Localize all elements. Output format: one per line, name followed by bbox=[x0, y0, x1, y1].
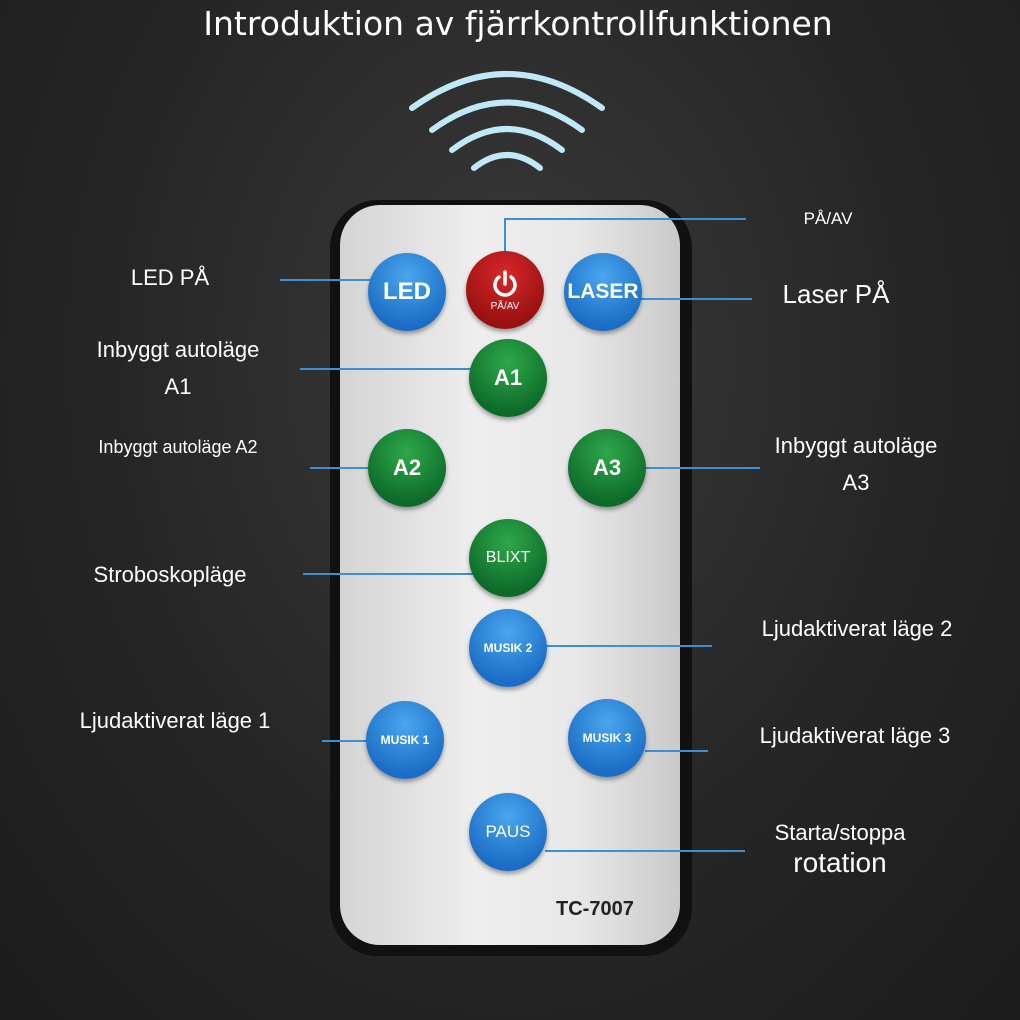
label-power: PÅ/AV bbox=[803, 209, 853, 228]
connector-line bbox=[303, 573, 473, 575]
label-paus-line2: rotation bbox=[793, 847, 887, 878]
connector-line bbox=[322, 740, 370, 742]
connector-line bbox=[504, 218, 506, 258]
musik1-button[interactable]: MUSIK 1 bbox=[366, 701, 444, 779]
label-blixt: Stroboskopläge bbox=[93, 562, 247, 587]
label-laser: Laser PÅ bbox=[782, 279, 890, 309]
connector-line bbox=[310, 467, 372, 469]
label-a1-line1: Inbyggt autoläge bbox=[96, 337, 260, 362]
led-button-label: LED bbox=[383, 278, 431, 305]
musik1-button-label: MUSIK 1 bbox=[380, 733, 430, 747]
connector-line bbox=[645, 750, 708, 752]
connector-line bbox=[504, 218, 746, 220]
power-button-label: PÅ/AV bbox=[490, 300, 520, 312]
a2-button[interactable]: A2 bbox=[368, 429, 446, 507]
musik2-button[interactable]: MUSIK 2 bbox=[469, 609, 547, 687]
musik3-button-label: MUSIK 3 bbox=[582, 731, 632, 745]
paus-button-label: PAUS bbox=[485, 822, 531, 841]
label-musik1: Ljudaktiverat läge 1 bbox=[79, 708, 271, 733]
connector-line bbox=[640, 298, 752, 300]
a1-button-label: A1 bbox=[493, 365, 523, 390]
blixt-button-label: BLIXT bbox=[485, 549, 531, 566]
connector-line bbox=[642, 467, 760, 469]
page-title: Introduktion av fjärrkontrollfunktionen bbox=[203, 4, 833, 43]
laser-button[interactable]: LASER bbox=[564, 253, 642, 331]
led-button[interactable]: LED bbox=[368, 253, 446, 331]
connector-line bbox=[545, 645, 712, 647]
label-musik2: Ljudaktiverat läge 2 bbox=[761, 616, 953, 641]
power-button[interactable]: PÅ/AV bbox=[466, 251, 544, 329]
a2-button-label: A2 bbox=[392, 455, 422, 480]
model-number: TC-7007 bbox=[556, 898, 634, 920]
label-a3-line2: A3 bbox=[842, 470, 870, 495]
paus-button[interactable]: PAUS bbox=[469, 793, 547, 871]
laser-button-label: LASER bbox=[567, 280, 639, 303]
connector-line bbox=[280, 279, 375, 281]
musik2-button-label: MUSIK 2 bbox=[483, 641, 533, 655]
label-a2: Inbyggt autoläge A2 bbox=[98, 437, 258, 457]
label-a3-line1: Inbyggt autoläge bbox=[774, 433, 938, 458]
musik3-button[interactable]: MUSIK 3 bbox=[568, 699, 646, 777]
blixt-button[interactable]: BLIXT bbox=[469, 519, 547, 597]
power-icon bbox=[493, 269, 517, 297]
connector-line bbox=[300, 368, 472, 370]
a3-button[interactable]: A3 bbox=[568, 429, 646, 507]
a3-button-label: A3 bbox=[592, 455, 622, 480]
label-musik3: Ljudaktiverat läge 3 bbox=[759, 723, 951, 748]
label-a1-line2: A1 bbox=[164, 374, 192, 399]
connector-line bbox=[545, 850, 745, 852]
label-paus-line1: Starta/stoppa bbox=[774, 820, 906, 845]
signal-waves-icon bbox=[409, 71, 605, 171]
label-led: LED PÅ bbox=[130, 265, 210, 290]
a1-button[interactable]: A1 bbox=[469, 339, 547, 417]
